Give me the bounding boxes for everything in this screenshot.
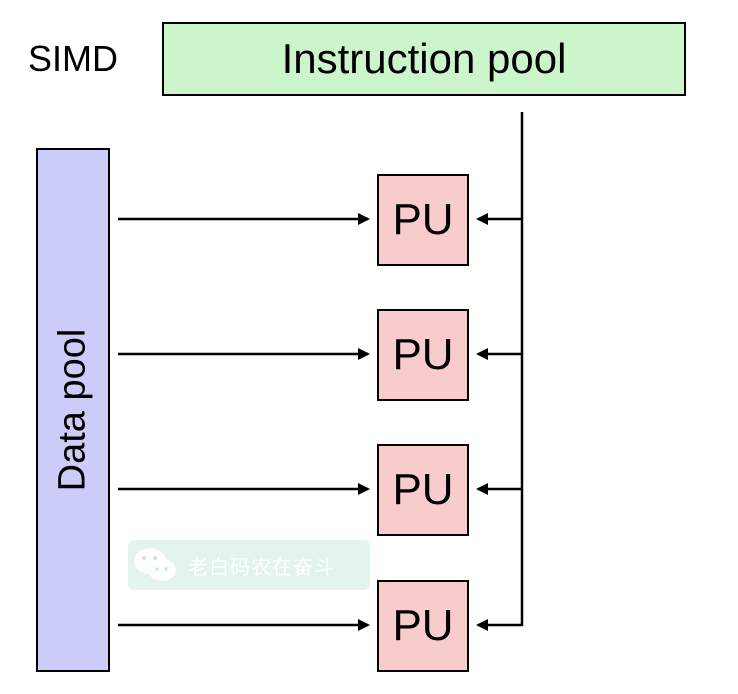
pu-label: PU [392, 465, 454, 514]
pu-box-4: PU [377, 580, 469, 672]
instruction-pool-label: Instruction pool [281, 35, 567, 82]
pu-label: PU [392, 330, 454, 379]
watermark: 老白码农在奋斗 [128, 540, 370, 590]
simd-label: SIMD [28, 38, 118, 79]
instruction-pool: Instruction pool [162, 22, 686, 96]
pu-box-1: PU [377, 174, 469, 266]
watermark-text: 老白码农在奋斗 [188, 554, 335, 579]
pu-box-3: PU [377, 444, 469, 536]
pu-label: PU [392, 601, 454, 650]
pu-box-2: PU [377, 309, 469, 401]
wechat-icon [134, 548, 176, 581]
pu-label: PU [392, 195, 454, 244]
data-pool: Data pool [36, 148, 110, 672]
